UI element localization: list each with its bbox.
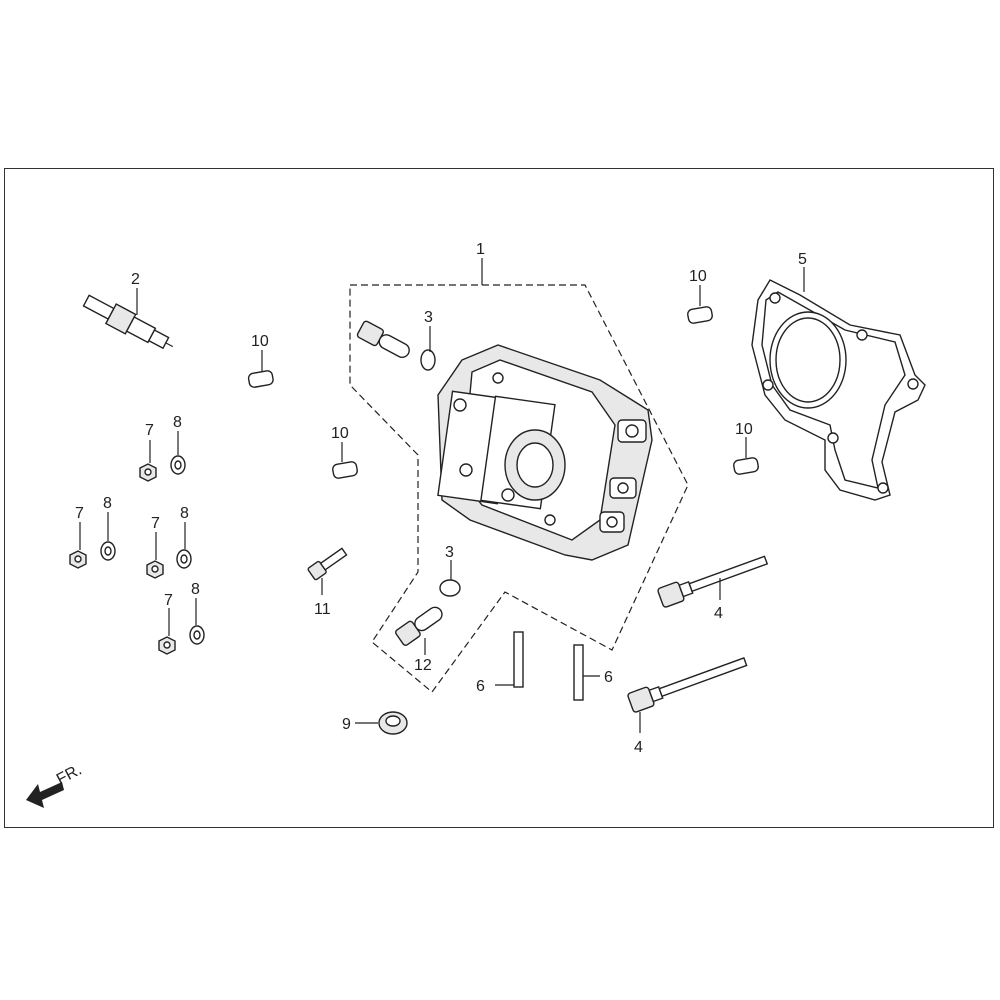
nut-3 <box>146 560 164 579</box>
valve-guide-upper <box>356 320 410 358</box>
callout-10-a: 10 <box>251 333 269 350</box>
callout-6-left: 6 <box>476 678 485 695</box>
washer-4 <box>189 625 205 645</box>
callout-10-c: 10 <box>689 268 707 285</box>
callout-4-lower: 4 <box>634 739 643 756</box>
o-ring-lower <box>439 579 461 597</box>
valve-guide-lower <box>395 606 443 646</box>
spark-plug <box>82 294 174 350</box>
callout-8-b: 8 <box>103 495 112 512</box>
front-arrow-icon <box>26 782 64 808</box>
flange-bolt-lower <box>627 657 748 713</box>
callout-9: 9 <box>342 716 351 733</box>
o-ring-upper <box>420 349 436 371</box>
callout-8-c: 8 <box>180 505 189 522</box>
leader-lines <box>79 258 805 733</box>
cylinder-head <box>437 344 653 561</box>
callout-1: 1 <box>476 241 485 258</box>
diagram-frame <box>4 168 994 828</box>
callout-3-lower: 3 <box>445 544 454 561</box>
callout-12: 12 <box>414 657 432 674</box>
flange-bolt-upper <box>657 555 769 608</box>
dowel-pin-4 <box>733 457 759 475</box>
callout-3-upper: 3 <box>424 309 433 326</box>
stud-bolt-right <box>573 644 584 701</box>
callout-8-d: 8 <box>191 581 200 598</box>
callout-7-b: 7 <box>75 505 84 522</box>
washer-1 <box>170 455 186 475</box>
callout-4-upper: 4 <box>714 605 723 622</box>
dowel-pin-2 <box>332 461 358 479</box>
washer-3 <box>176 549 192 569</box>
callout-7-a: 7 <box>145 422 154 439</box>
dowel-pin-3 <box>687 306 713 324</box>
callout-10-b: 10 <box>331 425 349 442</box>
nut-2 <box>69 550 87 569</box>
callout-11: 11 <box>314 601 331 618</box>
callout-7-c: 7 <box>151 515 160 532</box>
callout-2: 2 <box>131 271 140 288</box>
valve-seal <box>378 711 408 735</box>
dowel-pin-1 <box>247 370 274 388</box>
callout-10-d: 10 <box>735 421 753 438</box>
stud-bolt-left <box>513 631 524 688</box>
callout-6-right: 6 <box>604 669 613 686</box>
callout-7-d: 7 <box>164 592 173 609</box>
callout-8-a: 8 <box>173 414 182 431</box>
nut-1 <box>139 463 157 482</box>
nut-4 <box>158 636 176 655</box>
small-bolt <box>307 547 348 581</box>
callout-5: 5 <box>798 251 807 268</box>
head-gasket <box>751 279 926 501</box>
washer-2 <box>100 541 116 561</box>
